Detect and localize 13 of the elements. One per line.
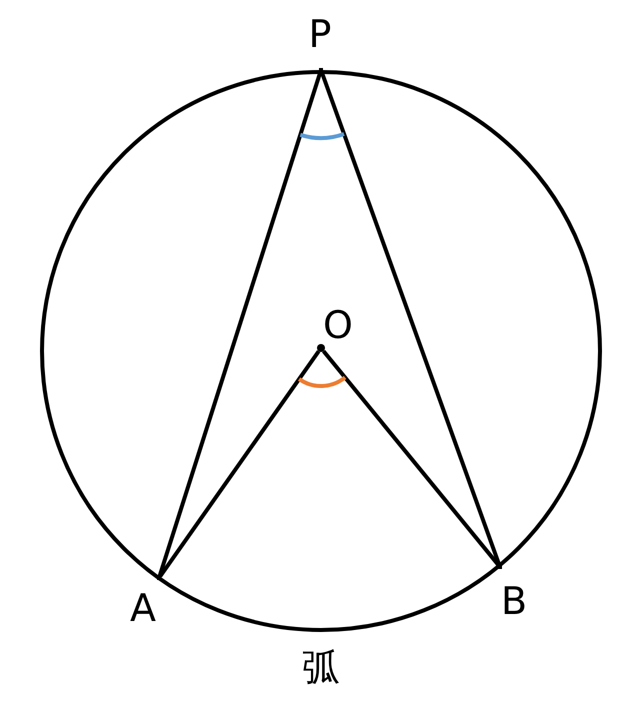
- point-label: A: [130, 589, 156, 627]
- line-segment: [158, 71, 322, 577]
- line-segment: [322, 350, 500, 567]
- arc-label: 弧: [302, 648, 340, 686]
- vertex-point: [319, 68, 323, 72]
- point-label: P: [308, 15, 332, 53]
- vertex-point: [498, 565, 502, 569]
- line-segment: [320, 71, 502, 566]
- line-segment: [158, 350, 320, 578]
- point-label: B: [500, 582, 528, 620]
- vertex-point: [157, 576, 161, 580]
- point-label: O: [323, 306, 353, 344]
- center-dot: [317, 344, 325, 352]
